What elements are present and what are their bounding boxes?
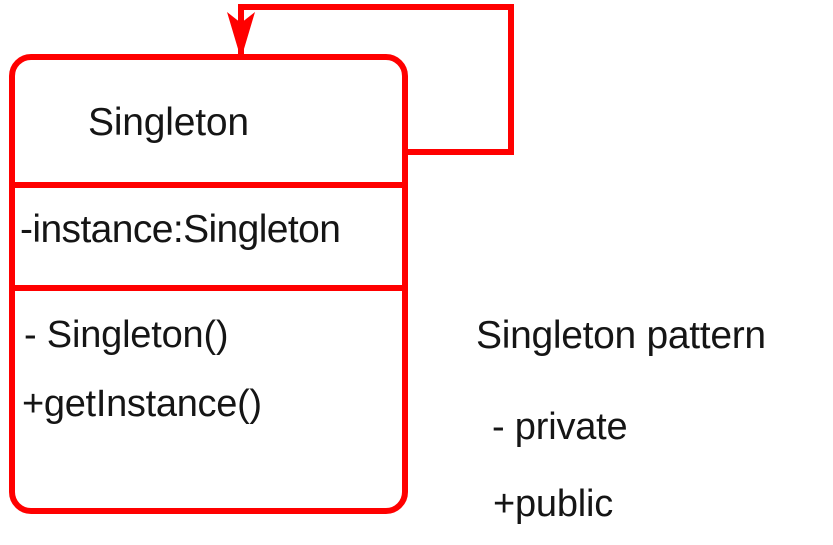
class-name-label: Singleton bbox=[88, 101, 249, 144]
class-operation-constructor: - Singleton() bbox=[24, 314, 229, 356]
class-box-outline[interactable] bbox=[9, 54, 408, 514]
self-reference-arrowhead-icon bbox=[227, 12, 255, 59]
class-operation-get-instance: +getInstance() bbox=[22, 383, 262, 425]
legend-title: Singleton pattern bbox=[476, 314, 766, 357]
legend-entry-private: - private bbox=[492, 406, 628, 448]
self-reference-arrow[interactable] bbox=[227, 4, 514, 155]
legend-entry-public: +public bbox=[493, 483, 614, 525]
class-attribute-instance: -instance:Singleton bbox=[20, 208, 341, 251]
